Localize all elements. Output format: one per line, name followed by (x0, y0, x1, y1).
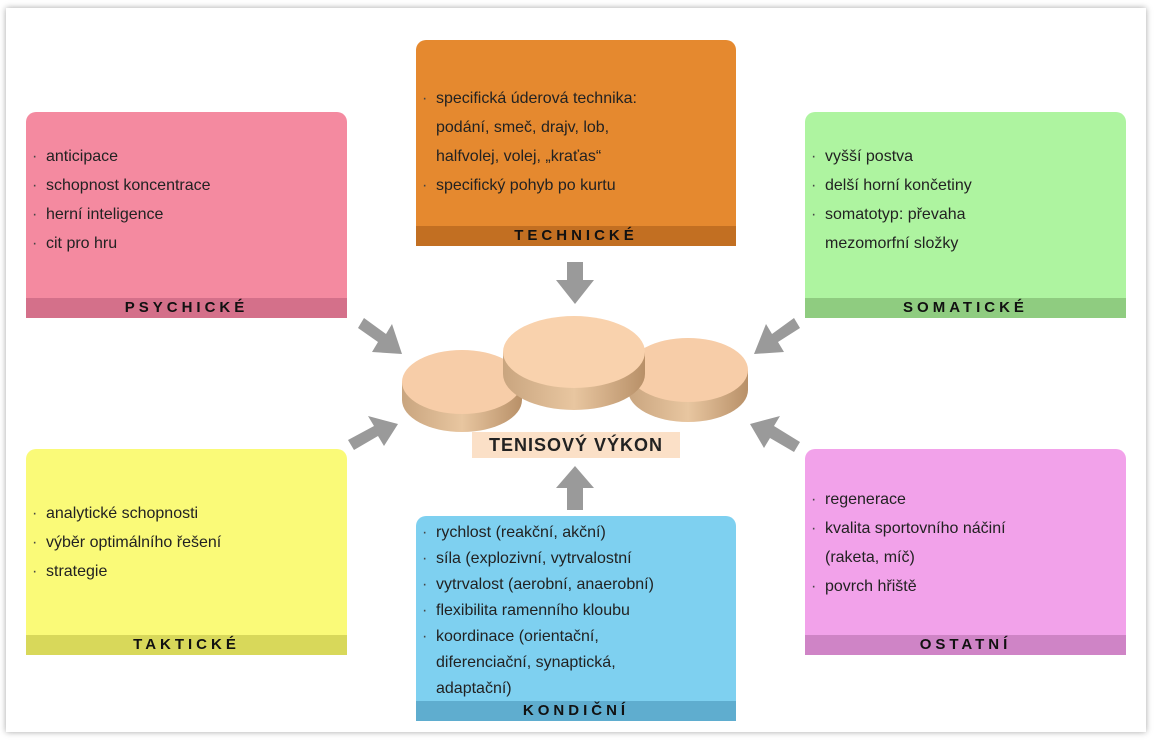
list-item: delší horní končetiny (825, 177, 972, 194)
list-item: analytické schopnosti (46, 505, 198, 522)
list-item: adaptační) (436, 680, 512, 697)
list-item: halfvolej, volej, „kraťas“ (436, 148, 602, 165)
box-title: SOMATICKÉ (805, 298, 1126, 318)
list-item: kvalita sportovního náčiní (825, 520, 1006, 537)
box-kondicni: rychlost (reakční, akční) síla (exploziv… (416, 516, 736, 721)
box-title: TAKTICKÉ (26, 635, 347, 655)
kondicni-list: rychlost (reakční, akční) síla (exploziv… (436, 520, 722, 702)
list-item: koordinace (orientační, (436, 628, 599, 645)
list-item: diferenciační, synaptická, (436, 654, 616, 671)
arrow-down-right-icon (358, 318, 402, 354)
disc-right (628, 338, 748, 422)
box-ostatni: regenerace kvalita sportovního náčiní (r… (805, 449, 1126, 655)
disc-left (402, 350, 522, 432)
list-item: povrch hřiště (825, 578, 917, 595)
arrow-up-left-icon (750, 416, 800, 452)
list-item: vytrvalost (aerobní, anaerobní) (436, 576, 654, 593)
box-somaticke: vyšší postva delší horní končetiny somat… (805, 112, 1126, 318)
list-item: mezomorfní složky (825, 235, 959, 252)
list-item: somatotyp: převaha (825, 206, 966, 223)
list-item: flexibilita ramenního kloubu (436, 602, 630, 619)
list-item: regenerace (825, 491, 906, 508)
list-item: výběr optimálního řešení (46, 534, 221, 551)
arrow-up-icon (556, 466, 594, 510)
list-item: rychlost (reakční, akční) (436, 524, 606, 541)
disc-middle (503, 316, 645, 410)
box-title: PSYCHICKÉ (26, 298, 347, 318)
list-item: vyšší postva (825, 148, 913, 165)
box-psychicke: anticipace schopnost koncentrace herní i… (26, 112, 347, 318)
arrows (348, 262, 800, 510)
center-label: TENISOVÝ VÝKON (472, 432, 680, 458)
list-item: anticipace (46, 148, 118, 165)
box-title: TECHNICKÉ (416, 226, 736, 246)
box-technicke: specifická úderová technika: podání, sme… (416, 40, 736, 246)
list-item: síla (explozivní, vytrvalostní (436, 550, 632, 567)
list-item: cit pro hru (46, 235, 117, 252)
list-item: specifický pohyb po kurtu (436, 177, 616, 194)
arrow-up-right-icon (348, 416, 398, 450)
technicke-list: specifická úderová technika: podání, sme… (436, 84, 722, 200)
somaticke-list: vyšší postva delší horní končetiny somat… (825, 142, 1112, 258)
arrow-down-left-icon (754, 318, 800, 354)
list-item: schopnost koncentrace (46, 177, 211, 194)
box-takticke: analytické schopnosti výběr optimálního … (26, 449, 347, 655)
psychicke-list: anticipace schopnost koncentrace herní i… (46, 142, 333, 258)
takticke-list: analytické schopnosti výběr optimálního … (46, 499, 333, 586)
list-item: strategie (46, 563, 107, 580)
list-item: (raketa, míč) (825, 549, 915, 566)
list-item: herní inteligence (46, 206, 163, 223)
list-item: podání, smeč, drajv, lob, (436, 119, 610, 136)
ostatni-list: regenerace kvalita sportovního náčiní (r… (825, 485, 1112, 601)
box-title: OSTATNÍ (805, 635, 1126, 655)
list-item: specifická úderová technika: (436, 90, 637, 107)
arrow-down-icon (556, 262, 594, 304)
box-title: KONDIČNÍ (416, 701, 736, 721)
